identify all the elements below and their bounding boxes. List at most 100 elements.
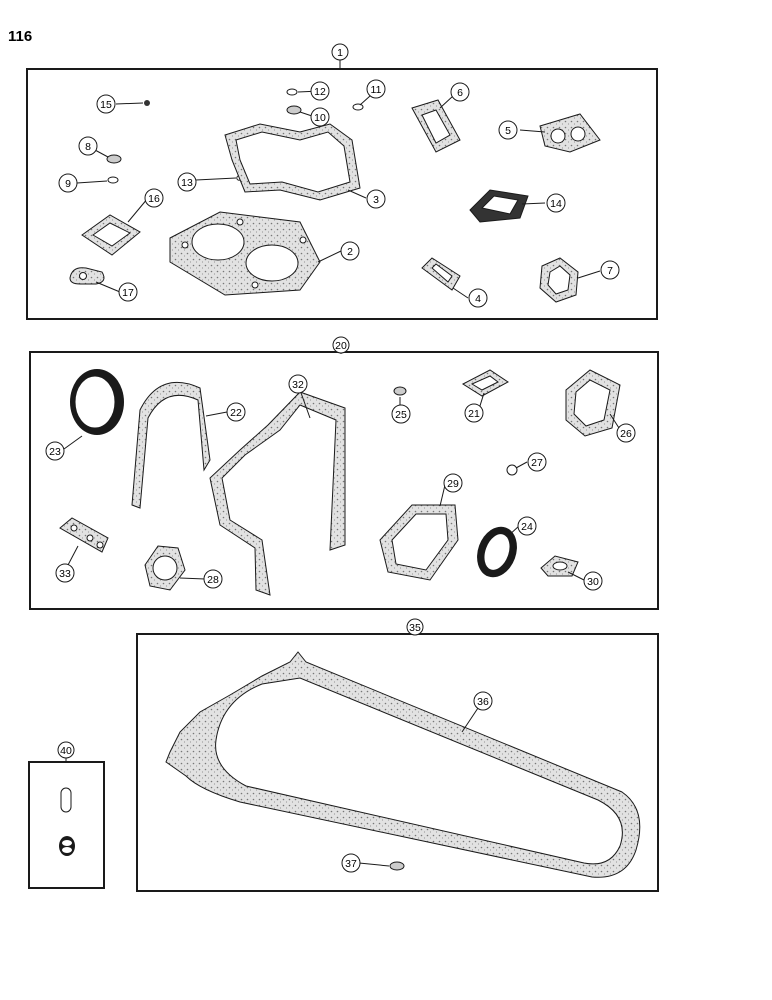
leader-lines-group-35 [358,704,481,867]
part-8-seal [106,154,122,164]
svg-text:35: 35 [409,622,421,634]
callout-32[interactable]: 32 [288,374,308,394]
part-17-gasket [69,267,105,285]
svg-text:23: 23 [49,446,61,458]
callout-23[interactable]: 23 [45,441,65,461]
callout-group-35[interactable]: 35 [406,618,424,636]
callout-12[interactable]: 12 [310,81,330,101]
part-16-gasket [81,214,141,256]
part-15-small-plug [144,100,150,106]
callout-group-20[interactable]: 20 [332,336,350,354]
svg-text:4: 4 [475,293,481,305]
part-23-seal [70,369,124,435]
svg-text:2: 2 [347,246,353,258]
part-40-spring-seal [59,836,75,856]
svg-text:20: 20 [335,340,347,352]
part-32-timing-cover-gasket [209,391,346,596]
svg-text:12: 12 [314,86,326,98]
svg-text:37: 37 [345,858,357,870]
callout-13[interactable]: 13 [177,172,197,192]
svg-text:3: 3 [373,194,379,206]
svg-text:14: 14 [550,198,562,210]
svg-text:33: 33 [59,568,71,580]
part-14-gasket [469,189,529,223]
callout-group-1[interactable]: 1 [331,43,349,61]
part-27-oring [506,464,518,476]
svg-text:8: 8 [85,141,91,153]
svg-text:26: 26 [620,428,632,440]
svg-text:11: 11 [371,84,382,96]
svg-text:22: 22 [230,407,242,419]
svg-text:27: 27 [531,457,543,469]
svg-text:28: 28 [207,574,219,586]
callout-28[interactable]: 28 [203,569,223,589]
svg-text:15: 15 [100,99,112,111]
callout-36[interactable]: 36 [473,691,493,711]
part-40-pin [60,787,72,813]
part-30-gasket [540,555,579,577]
svg-text:1: 1 [337,47,343,59]
svg-text:25: 25 [395,409,407,421]
svg-text:7: 7 [607,265,613,277]
leader-lines-group-1 [76,90,601,299]
callout-2[interactable]: 2 [340,241,360,261]
callout-6[interactable]: 6 [450,82,470,102]
part-24-seal [477,526,517,578]
part-9-seal [107,176,119,184]
group-35-panel [136,633,659,892]
part-21-gasket [461,369,509,397]
part-29-gasket [379,504,459,581]
callout-14[interactable]: 14 [546,193,566,213]
callout-4[interactable]: 4 [468,288,488,308]
callout-21[interactable]: 21 [464,403,484,423]
part-6-gasket [411,99,461,153]
callout-27[interactable]: 27 [527,452,547,472]
svg-text:5: 5 [505,125,511,137]
svg-text:21: 21 [468,408,480,420]
callout-group-40[interactable]: 40 [57,741,75,759]
callout-17[interactable]: 17 [118,282,138,302]
svg-text:29: 29 [447,478,459,490]
svg-text:40: 40 [60,745,72,757]
part-28-gasket [144,545,186,591]
page-number: 116 [8,28,33,45]
part-11-washer [352,103,364,111]
svg-text:24: 24 [521,521,533,533]
part-36-oil-pan-gasket [165,651,641,878]
callout-16[interactable]: 16 [144,188,164,208]
part-25-washer [393,386,407,396]
part-22-gasket [131,381,211,509]
callout-37[interactable]: 37 [341,853,361,873]
callout-33[interactable]: 33 [55,563,75,583]
callout-10[interactable]: 10 [310,107,330,127]
part-10-washer [286,105,302,115]
callout-25[interactable]: 25 [391,404,411,424]
part-2-head-gasket [169,211,321,296]
part-3-valve-cover-gasket [224,123,361,201]
svg-text:36: 36 [477,696,489,708]
svg-text:10: 10 [314,112,326,124]
part-5-gasket [539,113,601,153]
part-12-washer [286,88,298,96]
callout-7[interactable]: 7 [600,260,620,280]
callout-22[interactable]: 22 [226,402,246,422]
svg-text:16: 16 [148,193,160,205]
svg-text:9: 9 [65,178,71,190]
part-33-gasket [59,517,109,553]
callout-26[interactable]: 26 [616,423,636,443]
callout-24[interactable]: 24 [517,516,537,536]
group-1-panel [26,60,658,320]
callout-5[interactable]: 5 [498,120,518,140]
callout-9[interactable]: 9 [58,173,78,193]
svg-text:32: 32 [292,379,304,391]
callout-3[interactable]: 3 [366,189,386,209]
svg-text:17: 17 [122,287,134,299]
callout-11[interactable]: 11 [366,79,386,99]
callout-15[interactable]: 15 [96,94,116,114]
callout-30[interactable]: 30 [583,571,603,591]
callout-8[interactable]: 8 [78,136,98,156]
svg-text:13: 13 [181,177,193,189]
callout-29[interactable]: 29 [443,473,463,493]
part-7-gasket [539,257,579,303]
